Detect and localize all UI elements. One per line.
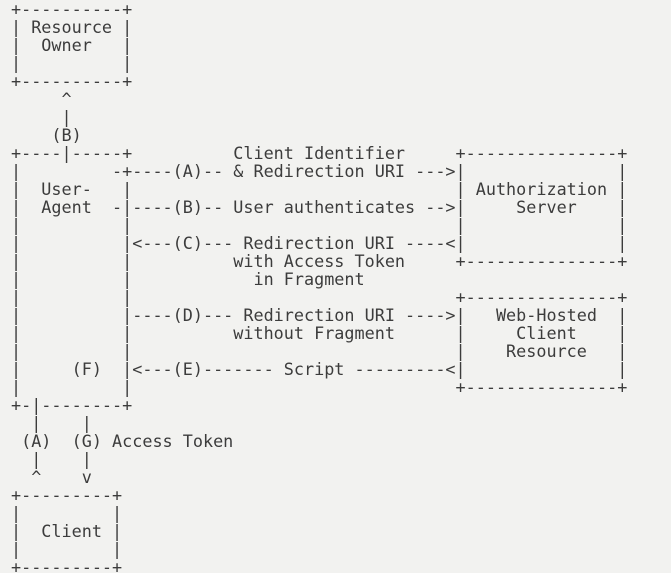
text-viewer: +----------+ | Resource | | Owner | | | … (11, 0, 628, 573)
page: { "page": { "background_color": "#f2f2f0… (11, 0, 628, 573)
oauth-implicit-grant-flow-ascii-diagram: +----------+ | Resource | | Owner | | | … (11, 0, 628, 573)
